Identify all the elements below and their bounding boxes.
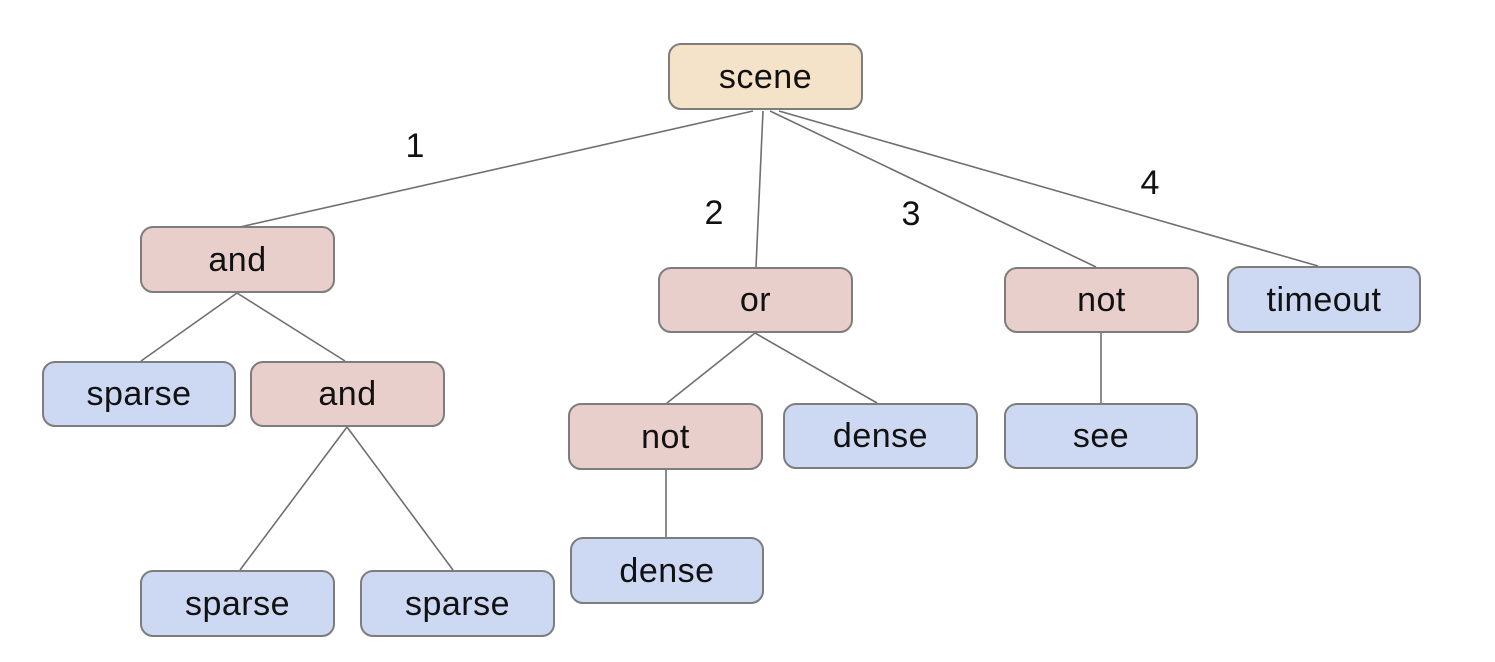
edge-or-1-dense-1 [754, 332, 878, 404]
node-see: see [1004, 403, 1198, 469]
node-label-dense-1: dense [832, 417, 929, 455]
node-not-2: not [568, 403, 763, 470]
node-label-and-2: and [318, 375, 377, 413]
edge-or-1-not-2 [666, 332, 756, 404]
node-label-not-2: not [641, 417, 690, 456]
edge-and-1-sparse-1 [140, 292, 238, 362]
node-label-dense-2: dense [619, 551, 715, 590]
node-dense-1: dense [783, 403, 978, 469]
edge-and-2-sparse-2 [239, 426, 348, 571]
node-label-sparse-1: sparse [86, 375, 192, 413]
node-label-see: see [1072, 417, 1130, 455]
node-label-sparse-3: sparse [404, 584, 511, 623]
node-sparse-1: sparse [42, 361, 236, 427]
node-and-2: and [250, 361, 445, 427]
node-label-scene: scene [718, 57, 813, 96]
node-sparse-3: sparse [360, 570, 555, 637]
node-or-1: or [658, 267, 853, 333]
node-label-timeout: timeout [1266, 280, 1382, 319]
node-label-not-1: not [1077, 281, 1126, 319]
edge-label-4: 4 [1140, 164, 1160, 202]
edge-scene-and-1 [239, 110, 754, 228]
edge-and-1-and-2 [236, 292, 346, 362]
edge-scene-not-1 [769, 110, 1097, 268]
node-dense-2: dense [570, 537, 764, 604]
node-timeout: timeout [1227, 266, 1421, 333]
node-scene: scene [668, 43, 863, 110]
node-label-and-1: and [208, 240, 267, 279]
edge-label-1: 1 [405, 127, 425, 165]
edge-label-3: 3 [901, 195, 921, 233]
node-label-or-1: or [739, 281, 772, 319]
edge-and-2-sparse-3 [346, 426, 454, 571]
edge-scene-or-1 [755, 110, 764, 268]
node-not-1: not [1004, 267, 1199, 333]
node-and-1: and [140, 226, 335, 293]
edge-scene-timeout [778, 110, 1319, 267]
node-sparse-2: sparse [140, 570, 335, 637]
node-label-sparse-2: sparse [184, 584, 291, 623]
edge-label-2: 2 [704, 194, 724, 232]
